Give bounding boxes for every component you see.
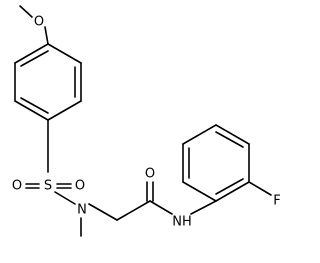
bond-ring-b-f — [248, 181, 272, 196]
bond-ring-a-3 — [14, 100, 49, 121]
atom-label-f-fluoro: F — [273, 194, 280, 209]
bond-ring-b-1 — [182, 181, 217, 202]
bond-ring-a-6 — [47, 43, 82, 64]
bond-ring-b-inner-3 — [215, 178, 244, 195]
bond-ring-b-6 — [215, 181, 250, 202]
bond-ring-a-inner-1 — [20, 50, 49, 67]
bond-nh-ring-b — [190, 200, 217, 215]
atom-label-o-carbonyl: O — [145, 167, 155, 182]
bond-n-ch2 — [88, 203, 118, 221]
atom-label-o-methoxy: O — [34, 15, 44, 30]
bond-s-n — [54, 191, 76, 205]
bond-ring-b-3 — [182, 124, 217, 145]
bond-methyl-o — [19, 5, 33, 18]
atom-label-o-sulfonyl-right: O — [75, 179, 85, 194]
atom-label-n-sulfonamide: N — [77, 203, 87, 218]
bond-ring-b-4 — [215, 124, 250, 145]
atom-label-o-sulfonyl-left: O — [12, 179, 22, 194]
bond-ring-a-inner-2 — [20, 97, 49, 114]
chemical-structure: O S O O N O NH F — [12, 5, 281, 237]
atom-label-nh-amide: NH — [172, 215, 192, 230]
bond-ch2-carbonyl — [116, 200, 151, 221]
bond-o-ring-a — [44, 26, 49, 45]
bond-ring-a-1 — [14, 43, 49, 64]
bond-ring-b-inner-2 — [215, 131, 244, 148]
atom-label-s-sulfonyl: S — [44, 179, 52, 194]
bond-ring-a-4 — [47, 100, 82, 121]
bond-carbonyl-nh — [149, 200, 173, 215]
